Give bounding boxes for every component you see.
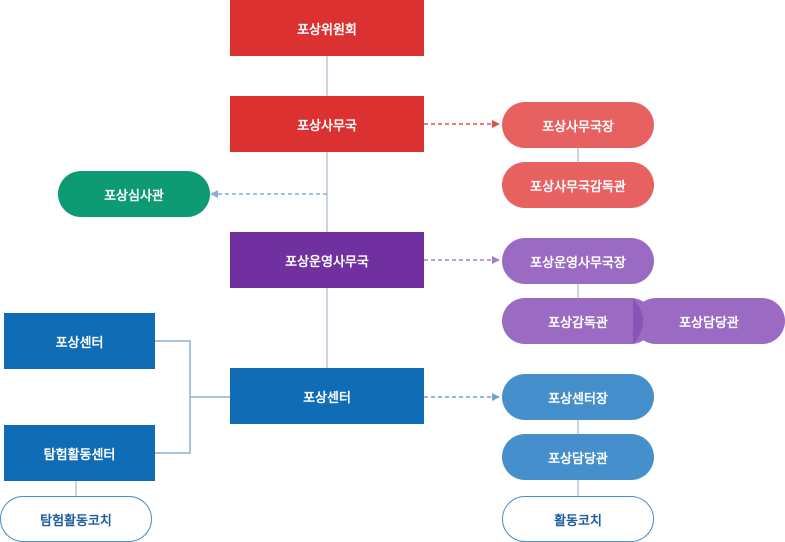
secretariat-head-box: 포상사무국장 bbox=[502, 102, 654, 148]
center-officer-box: 포상담당관 bbox=[502, 434, 654, 480]
pill-overlap-shade bbox=[633, 298, 643, 344]
operations-head-box: 포상운영사무국장 bbox=[502, 238, 654, 284]
center-head-label: 포상센터장 bbox=[548, 391, 608, 407]
center-main-box: 포상센터 bbox=[230, 368, 424, 424]
secretariat-label: 포상사무국 bbox=[297, 118, 357, 134]
operations-supervisor-label: 포상감독관 bbox=[548, 315, 608, 331]
exploration-center-label: 탐험활동센터 bbox=[43, 447, 116, 463]
center-head-box: 포상센터장 bbox=[502, 374, 654, 420]
center-left-box: 포상센터 bbox=[4, 313, 155, 369]
center-officer-label: 포상담당관 bbox=[548, 451, 608, 467]
exploration-coach-label: 탐험활동코치 bbox=[40, 513, 112, 529]
secretariat-supervisor-box: 포상사무국감독관 bbox=[502, 162, 654, 208]
operations-label: 포상운영사무국 bbox=[285, 254, 369, 270]
center-left-label: 포상센터 bbox=[55, 335, 104, 351]
arrowhead-red bbox=[492, 120, 500, 128]
operations-officer-label: 포상담당관 bbox=[679, 315, 739, 331]
committee-label: 포상위원회 bbox=[297, 22, 357, 38]
activity-coach-label: 활동코치 bbox=[554, 513, 602, 529]
examiner-label: 포상심사관 bbox=[104, 188, 164, 204]
arrowhead-purple bbox=[492, 256, 500, 264]
exploration-coach-box: 탐험활동코치 bbox=[0, 496, 152, 542]
left-bracket bbox=[155, 340, 191, 454]
operations-supervisor-box: 포상감독관 bbox=[502, 298, 654, 344]
secretariat-supervisor-label: 포상사무국감독관 bbox=[530, 179, 626, 195]
arrowhead-blue bbox=[492, 393, 500, 401]
operations-box: 포상운영사무국 bbox=[230, 232, 424, 288]
operations-head-label: 포상운영사무국장 bbox=[530, 255, 626, 271]
secretariat-head-label: 포상사무국장 bbox=[542, 119, 614, 135]
center-main-label: 포상센터 bbox=[303, 390, 351, 406]
exploration-center-box: 탐험활동센터 bbox=[4, 425, 155, 481]
operations-officer-box: 포상담당관 bbox=[633, 298, 785, 344]
activity-coach-box: 활동코치 bbox=[502, 496, 654, 542]
committee-box: 포상위원회 bbox=[230, 0, 424, 56]
arrowhead-examiner bbox=[210, 190, 218, 198]
secretariat-box: 포상사무국 bbox=[230, 96, 424, 152]
examiner-box: 포상심사관 bbox=[58, 171, 210, 217]
